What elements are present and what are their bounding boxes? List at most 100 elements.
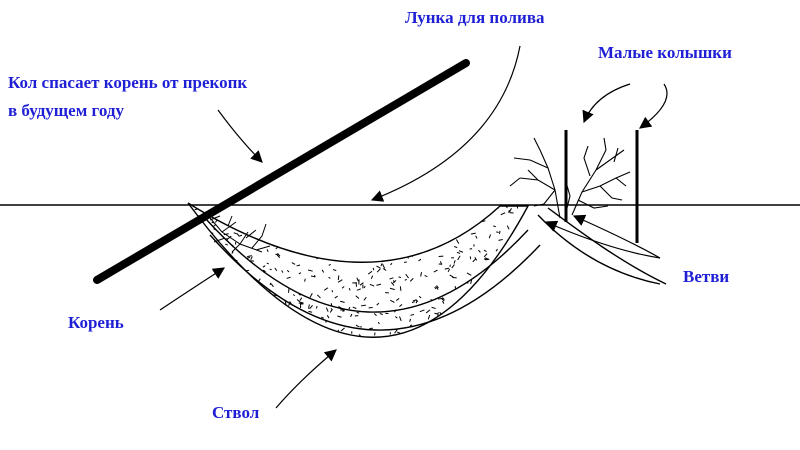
soil-speck	[296, 299, 301, 303]
soil-speck	[361, 221, 366, 224]
soil-speck	[337, 279, 343, 283]
soil-speck	[404, 278, 408, 281]
soil-speck	[372, 223, 375, 227]
soil-speck	[462, 308, 466, 311]
soil-speck	[392, 226, 396, 231]
soil-speck	[398, 380, 401, 382]
soil-speck	[324, 252, 327, 256]
soil-speck	[331, 345, 332, 348]
soil-speck	[202, 375, 206, 378]
soil-speck	[409, 243, 412, 248]
soil-speck	[313, 205, 317, 210]
soil-speck	[405, 224, 411, 227]
soil-speck	[324, 390, 326, 394]
soil-speck	[428, 236, 433, 239]
soil-speck	[487, 377, 489, 380]
soil-speck	[361, 391, 364, 392]
soil-speck	[505, 280, 509, 283]
soil-speck	[330, 308, 333, 311]
soil-speck	[478, 314, 484, 318]
soil-speck	[250, 329, 254, 332]
soil-speck	[220, 394, 222, 396]
soil-speck	[329, 382, 332, 383]
soil-speck	[332, 362, 334, 365]
soil-speck	[462, 344, 465, 346]
soil-speck	[189, 248, 193, 251]
soil-speck	[448, 225, 452, 229]
soil-speck	[284, 382, 287, 385]
soil-speck	[225, 255, 228, 258]
soil-speck	[339, 236, 345, 239]
soil-speck	[439, 311, 442, 315]
soil-speck	[269, 268, 272, 271]
soil-speck	[355, 295, 360, 299]
soil-speck	[518, 351, 521, 352]
soil-speck	[326, 244, 328, 247]
soil-speck	[420, 271, 423, 277]
soil-speck	[526, 241, 528, 245]
soil-speck	[415, 358, 417, 360]
soil-speck	[380, 236, 384, 239]
soil-speck	[207, 270, 210, 274]
soil-speck	[393, 342, 394, 344]
soil-speck	[483, 253, 488, 258]
soil-speck	[433, 334, 439, 337]
soil-speck	[347, 356, 348, 360]
soil-speck	[376, 283, 382, 286]
soil-speck	[196, 369, 200, 371]
soil-speck	[302, 220, 305, 224]
soil-speck	[227, 297, 230, 301]
soil-speck	[484, 257, 490, 260]
soil-speck	[509, 208, 512, 213]
soil-speck	[258, 347, 263, 348]
soil-speck	[335, 212, 341, 216]
soil-speck	[307, 335, 312, 338]
soil-speck	[489, 331, 494, 335]
soil-speck	[453, 260, 456, 264]
soil-speck	[413, 230, 417, 234]
soil-speck	[462, 297, 466, 300]
soil-speck	[299, 297, 303, 301]
soil-speck	[298, 293, 301, 296]
soil-speck	[241, 209, 247, 212]
soil-speck	[322, 350, 324, 351]
soil-speck	[389, 287, 395, 291]
soil-speck	[530, 206, 533, 208]
soil-speck	[444, 267, 450, 270]
soil-speck	[191, 233, 195, 239]
soil-speck	[344, 374, 345, 377]
soil-speck	[289, 241, 292, 246]
soil-speck	[189, 358, 191, 359]
soil-speck	[493, 225, 496, 228]
soil-speck	[234, 340, 238, 343]
soil-speck	[260, 311, 265, 314]
soil-speck	[395, 316, 398, 319]
soil-speck	[266, 249, 269, 253]
soil-speck	[488, 234, 491, 239]
soil-speck	[320, 316, 325, 319]
soil-speck	[427, 314, 431, 320]
soil-speck	[330, 224, 334, 228]
soil-speck	[237, 384, 240, 385]
soil-speck	[437, 371, 441, 373]
soil-speck	[436, 285, 439, 289]
soil-speck	[478, 367, 480, 370]
soil-speck	[201, 317, 204, 320]
soil-speck	[456, 251, 461, 254]
soil-speck	[270, 283, 274, 288]
trench-soil-band	[187, 202, 530, 338]
soil-speck	[517, 203, 520, 204]
soil-speck	[389, 277, 394, 280]
soil-speck	[311, 392, 313, 396]
soil-speck	[359, 282, 364, 286]
soil-speck	[339, 368, 340, 371]
soil-speck	[331, 333, 337, 336]
soil-speck	[257, 342, 259, 343]
soil-speck	[438, 297, 443, 300]
soil-speck	[295, 359, 298, 361]
soil-speck	[408, 338, 409, 342]
soil-speck	[342, 381, 344, 386]
soil-speck	[204, 321, 209, 324]
soil-speck	[474, 256, 478, 261]
soil-speck	[390, 365, 391, 369]
